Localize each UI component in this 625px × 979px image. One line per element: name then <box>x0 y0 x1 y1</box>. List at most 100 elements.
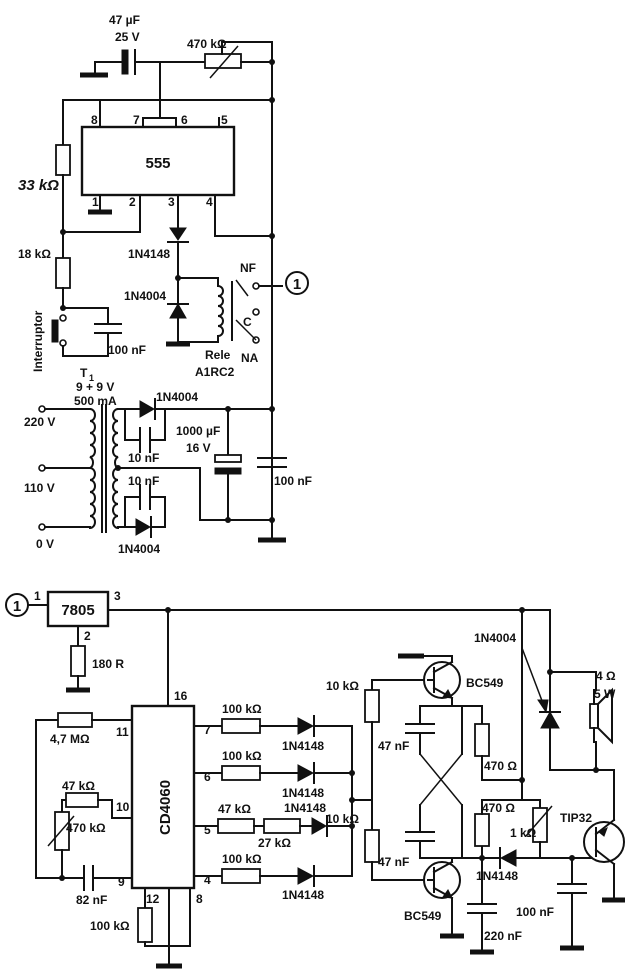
rectifier: 1N4004 10 nF 10 nF 1N4004 <box>115 390 273 556</box>
out-d-2: 1N4148 <box>282 786 324 800</box>
pin-7: 7 <box>133 113 140 127</box>
d-rect-bottom-label: 1N4004 <box>118 542 160 556</box>
relay-c: C <box>243 315 252 329</box>
pin-6: 6 <box>204 770 211 784</box>
c-47n-a-label: 47 nF <box>378 739 409 753</box>
r-470-a-label: 470 Ω <box>484 759 517 773</box>
reg-pin-3: 3 <box>114 589 121 603</box>
out-d-3: 1N4148 <box>284 801 326 815</box>
r-10k-b-label: 10 kΩ <box>326 812 359 826</box>
r-27k-label: 27 kΩ <box>258 836 291 850</box>
c-filter-voltage: 16 V <box>186 441 211 455</box>
d-rect-top-label: 1N4004 <box>156 390 198 404</box>
resistor-180r <box>70 645 86 677</box>
pin-1: 1 <box>92 195 99 209</box>
pin-11: 11 <box>116 725 129 739</box>
c-switch-label: 100 nF <box>108 343 146 357</box>
pin-5: 5 <box>204 823 211 837</box>
r-4m7-label: 4,7 MΩ <box>50 732 90 746</box>
node-marker-bottom: 1 <box>5 593 29 617</box>
transformer: T 1 9 + 9 V 500 mA 220 V 110 V 0 V <box>24 366 120 551</box>
r-10k-a-label: 10 kΩ <box>326 679 359 693</box>
c-timing-voltage: 25 V <box>115 30 140 44</box>
c-47n-b-label: 47 nF <box>378 855 409 869</box>
node-marker-top-label: 1 <box>293 276 301 293</box>
mains-0: 0 V <box>36 537 54 551</box>
resistor-18k: 18 kΩ <box>18 231 71 309</box>
relay-name: Rele <box>205 348 231 362</box>
output-network: 100 kΩ 1N4148 100 kΩ 1N4148 47 kΩ 27 kΩ … <box>193 702 373 902</box>
pin-5: 5 <box>221 113 228 127</box>
d-osc-label: 1N4148 <box>476 869 518 883</box>
speaker-ohm-label: 4 Ω <box>596 669 616 683</box>
oscillator-network: 4,7 MΩ 82 nF 47 kΩ 470 kΩ <box>35 712 191 969</box>
pin-7: 7 <box>204 723 211 737</box>
pin-8: 8 <box>196 892 203 906</box>
astable-multivibrator: 10 kΩ 10 kΩ BC549 <box>326 607 597 955</box>
r-180-label: 180 R <box>92 657 124 671</box>
d-1n4004-label: 1N4004 <box>474 631 516 645</box>
mains-110: 110 V <box>24 481 55 495</box>
reg-pin-1: 1 <box>34 589 41 603</box>
c-82n-label: 82 nF <box>76 893 107 907</box>
r-33k-label: 33 kΩ <box>18 177 59 194</box>
timer-potentiometer: 470 kΩ <box>159 37 275 79</box>
pin-3: 3 <box>168 195 175 209</box>
pin-16: 16 <box>174 689 188 703</box>
pin-9: 9 <box>118 875 125 889</box>
interruptor-switch: Interruptor 100 nF <box>31 305 146 372</box>
out-d-1: 1N4148 <box>282 739 324 753</box>
timing-capacitor: 47 µF 25 V <box>80 13 161 78</box>
ic-555-label: 555 <box>145 155 170 172</box>
r-47k-label: 47 kΩ <box>62 779 95 793</box>
pin-2: 2 <box>129 195 136 209</box>
resistor-33k: 33 kΩ <box>18 99 71 233</box>
relay-na: NA <box>241 351 259 365</box>
q-top-label: BC549 <box>466 676 504 690</box>
pot-1k-label: 1 kΩ <box>510 826 537 840</box>
transformer-sub: 1 <box>89 373 94 383</box>
c-100n-out-label: 100 nF <box>516 905 554 919</box>
relay: 1N4004 NF C NA Rele A1RC2 <box>124 261 283 379</box>
r-470-b-label: 470 Ω <box>482 801 515 815</box>
pin-6: 6 <box>181 113 188 127</box>
diode-1n4148-pin3: 1N4148 <box>128 227 189 279</box>
node-marker-top: 1 <box>285 271 309 295</box>
pot-timer-label: 470 kΩ <box>187 37 227 51</box>
c-supply-label: 100 nF <box>274 474 312 488</box>
c-filter-label: 1000 µF <box>176 424 220 438</box>
relay-model: A1RC2 <box>195 365 235 379</box>
r-18k-label: 18 kΩ <box>18 247 51 261</box>
mains-220: 220 V <box>24 415 55 429</box>
out-r-2: 100 kΩ <box>222 749 262 763</box>
c-220n-label: 220 nF <box>484 929 522 943</box>
d-relay-label: 1N4004 <box>124 289 166 303</box>
ic-cd4060: CD4060 16 11 10 9 12 8 7 6 5 4 <box>116 607 211 906</box>
pin-4: 4 <box>204 873 211 887</box>
node-marker-bottom-label: 1 <box>13 598 21 615</box>
q-out-label: TIP32 <box>560 811 592 825</box>
d-1n4148-label: 1N4148 <box>128 247 170 261</box>
transformer-current: 500 mA <box>74 394 117 408</box>
pot-470k-label: 470 kΩ <box>66 821 106 835</box>
timer-circuit: 47 µF 25 V 470 kΩ 555 8 <box>18 13 312 556</box>
transformer-name: T <box>80 366 88 380</box>
speaker-icon <box>589 703 599 729</box>
pin-4: 4 <box>206 195 213 209</box>
relay-nf: NF <box>240 261 256 275</box>
pin-8: 8 <box>91 113 98 127</box>
out-r-4: 100 kΩ <box>222 852 262 866</box>
out-r-3: 47 kΩ <box>218 802 251 816</box>
c-10n-b-label: 10 nF <box>128 474 159 488</box>
filter-capacitor: 1000 µF 16 V <box>176 406 242 521</box>
c-10n-a-label: 10 nF <box>128 451 159 465</box>
pin-10: 10 <box>116 800 130 814</box>
ic-4060-label: CD4060 <box>157 780 174 835</box>
regulator-label: 7805 <box>61 602 94 619</box>
oscillator-circuit: 1 7805 1 2 3 180 R CD4060 16 11 10 9 12 <box>5 589 625 969</box>
output-stage: 100 nF TIP32 1N4004 <box>474 609 625 951</box>
supply-capacitor: 100 nF <box>257 457 312 488</box>
r-100k-pin12-label: 100 kΩ <box>90 919 130 933</box>
reg-pin-2: 2 <box>84 629 91 643</box>
